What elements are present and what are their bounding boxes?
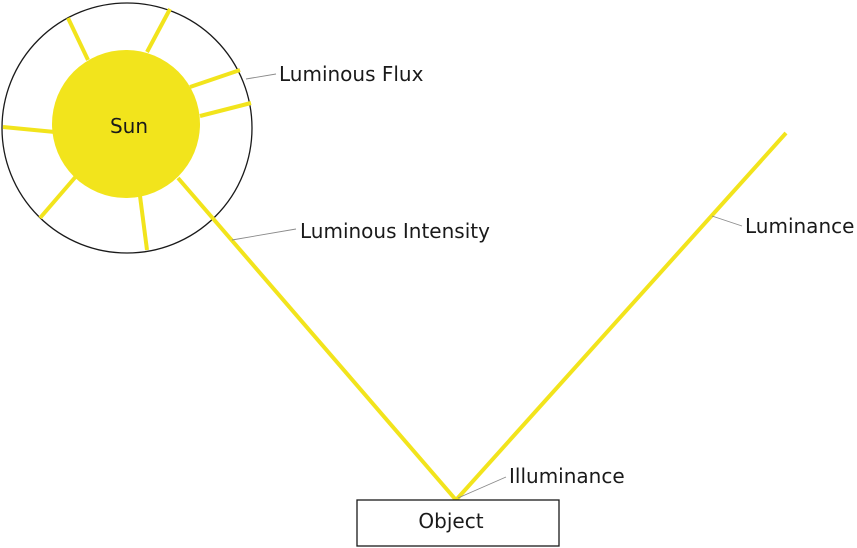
sun-ray [145, 8, 172, 53]
luminous-flux-label: Luminous Flux [279, 62, 424, 86]
object-label: Object [418, 509, 483, 533]
flux-sphere [1, 2, 253, 254]
luminance-leader [711, 215, 743, 227]
illuminance-leader [457, 476, 507, 499]
sun-ray [138, 195, 149, 251]
sun-ray [2, 125, 56, 134]
sun-ray [38, 172, 80, 220]
luminance-label: Luminance [745, 214, 854, 238]
sun-ray [66, 17, 90, 61]
object-box [356, 499, 560, 547]
sun-ray [189, 68, 241, 89]
intensity-leader [231, 228, 297, 241]
illuminance-label: Illuminance [509, 464, 625, 488]
reflected-beam [454, 131, 788, 502]
sun-label: Sun [110, 114, 148, 138]
flux-leader [245, 73, 277, 80]
leader-lines [231, 73, 743, 499]
sun-rays [2, 8, 252, 251]
incident-beam [176, 176, 458, 502]
sun [52, 50, 200, 198]
sun-ray [199, 101, 252, 118]
luminous-intensity-label: Luminous Intensity [300, 219, 490, 243]
